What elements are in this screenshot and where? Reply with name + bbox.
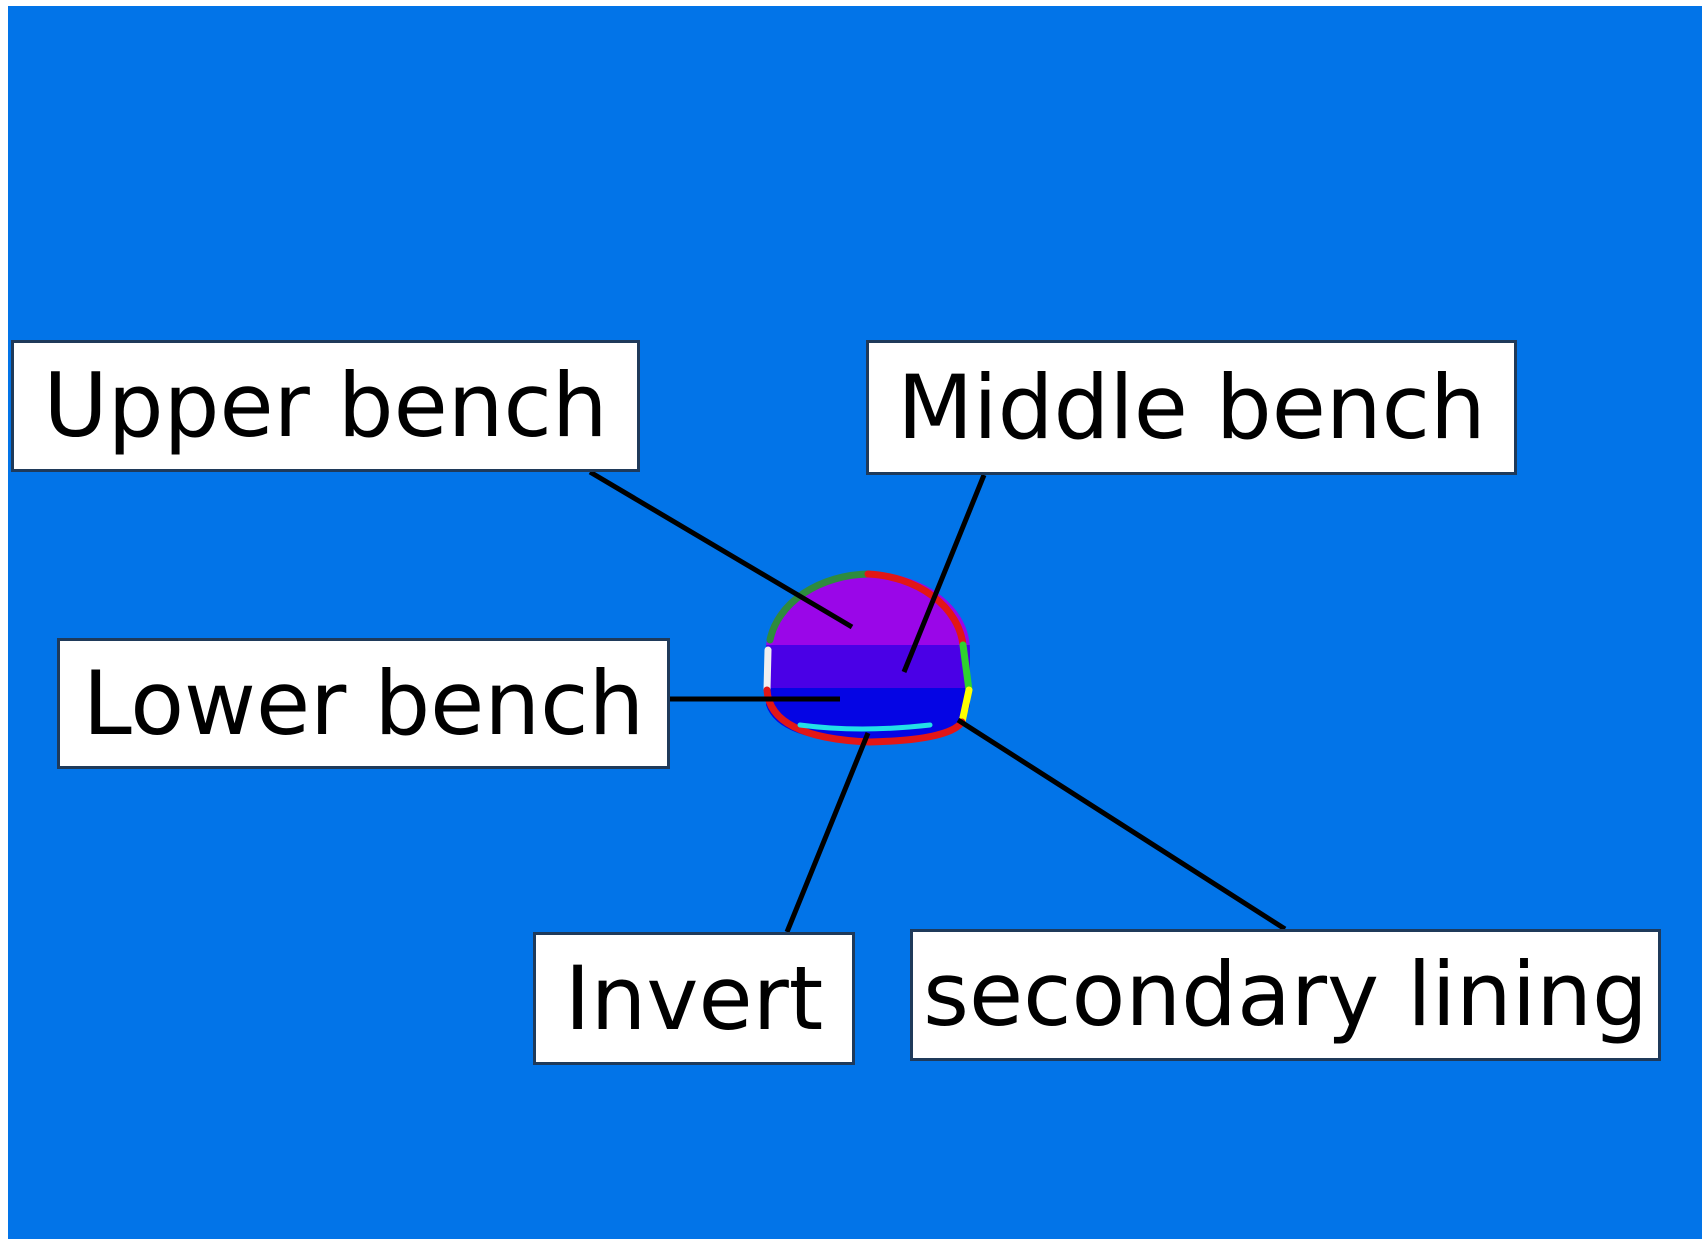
- invert-label: Invert: [533, 932, 855, 1065]
- middle-bench-leader: [901, 474, 987, 673]
- upper-bench-label: Upper bench: [11, 340, 640, 472]
- invert-label-text: Invert: [564, 946, 824, 1050]
- lining-right-lower-segment: [958, 686, 973, 726]
- secondary-lining-leader: [956, 717, 1287, 932]
- middle-bench-label: Middle bench: [866, 340, 1517, 475]
- secondary-lining-label-text: secondary lining: [923, 943, 1648, 1046]
- upper-bench-leader: [588, 469, 854, 630]
- lining-invert-red-segment: [763, 686, 966, 746]
- lining-left-wall-segment: [763, 646, 772, 694]
- lining-invert-cyan-segment: [797, 722, 933, 732]
- invert-leader: [784, 732, 871, 933]
- lining-left-crown-segment: [766, 570, 872, 644]
- lower-bench-label-text: Lower bench: [82, 651, 645, 755]
- upper-bench-label-text: Upper bench: [43, 354, 608, 457]
- secondary-lining-label: secondary lining: [910, 929, 1661, 1061]
- lower-bench-label: Lower bench: [57, 638, 670, 769]
- lining-right-wall-segment: [959, 641, 973, 694]
- leader-lines: [588, 469, 1287, 933]
- middle-bench-region: [766, 645, 970, 688]
- middle-bench-label-text: Middle bench: [897, 355, 1486, 459]
